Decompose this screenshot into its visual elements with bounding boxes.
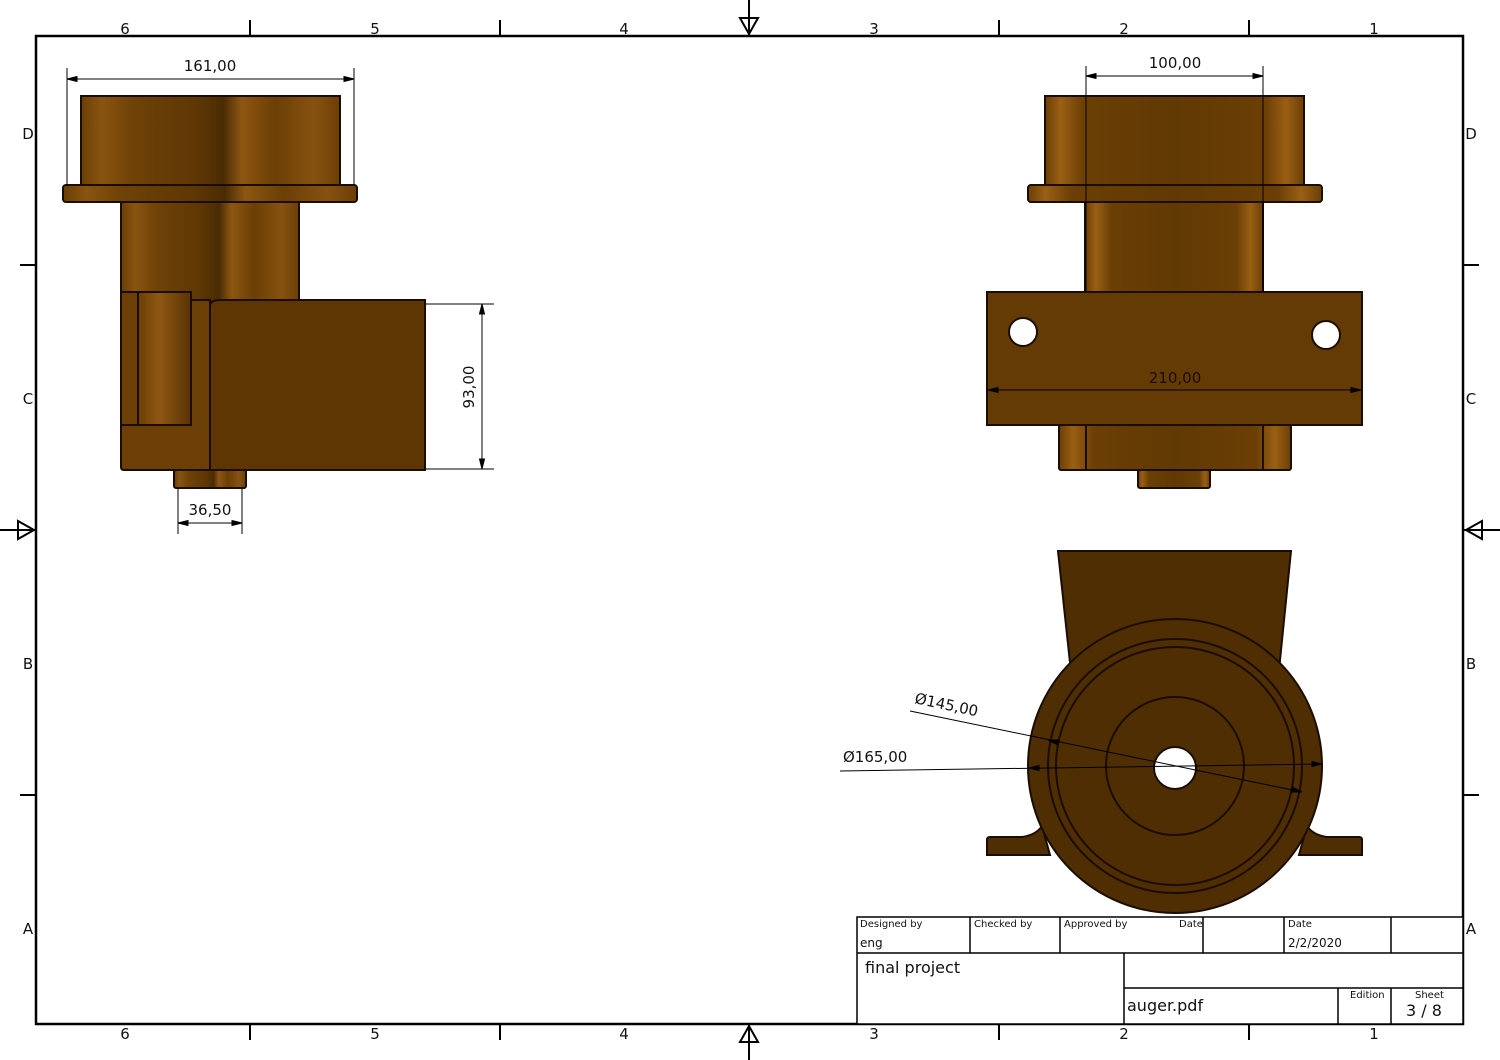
zone-ticks-left xyxy=(20,264,36,796)
dimension-label-161: 161,00 xyxy=(184,57,237,75)
zone-labels-top: 6 5 4 3 2 1 xyxy=(120,20,1379,38)
zone-col-2: 2 xyxy=(1119,20,1129,38)
zone-row-b-right: B xyxy=(1466,655,1476,673)
dimension-inner-diameter xyxy=(909,710,1303,793)
zone-row-a-right: A xyxy=(1466,920,1477,938)
dimension-box-height xyxy=(425,303,494,470)
zone-row-c: C xyxy=(23,390,33,408)
center-marker-bottom-icon xyxy=(738,1023,760,1060)
approved-by-label: Approved by xyxy=(1064,919,1128,930)
zone-col-6-bottom: 6 xyxy=(120,1025,130,1043)
mount-hole-left xyxy=(1008,317,1038,347)
sheet-label: Sheet xyxy=(1415,990,1444,1001)
center-marker-right-icon xyxy=(1463,519,1500,541)
zone-labels-left: D C B A xyxy=(22,125,34,938)
dimension-shaft-width xyxy=(177,488,243,534)
center-marker-top-icon xyxy=(738,0,760,37)
center-marker-left-icon xyxy=(0,519,37,541)
dimension-label-93: 93,00 xyxy=(460,366,478,409)
dimension-label-100: 100,00 xyxy=(1149,54,1202,72)
zone-ticks-top xyxy=(249,20,1250,36)
rear-view[interactable]: 100,00 210,00 xyxy=(986,54,1363,489)
zone-row-d: D xyxy=(22,125,34,143)
date-label-approved: Date xyxy=(1179,919,1203,930)
date-value: 2/2/2020 xyxy=(1288,936,1342,950)
sheet-number: 3 / 8 xyxy=(1406,1001,1442,1020)
zone-col-4: 4 xyxy=(619,20,629,38)
zone-row-c-right: C xyxy=(1466,390,1476,408)
zone-col-5: 5 xyxy=(370,20,380,38)
dimension-label-d145: Ø145,00 xyxy=(913,689,980,720)
file-name: auger.pdf xyxy=(1127,996,1204,1015)
zone-col-3: 3 xyxy=(869,20,879,38)
front-view[interactable]: Ø145,00 Ø165,00 xyxy=(839,550,1363,914)
zone-row-a: A xyxy=(23,920,34,938)
zone-col-2-bottom: 2 xyxy=(1119,1025,1129,1043)
zone-col-5-bottom: 5 xyxy=(370,1025,380,1043)
zone-col-6: 6 xyxy=(120,20,130,38)
dimension-label-d165: Ø165,00 xyxy=(843,748,907,766)
shaft-bore xyxy=(1153,746,1197,790)
zone-col-3-bottom: 3 xyxy=(869,1025,879,1043)
checked-by-label: Checked by xyxy=(974,919,1033,930)
mount-hole-right xyxy=(1311,320,1341,350)
zone-row-d-right: D xyxy=(1465,125,1477,143)
dimension-plate-width xyxy=(987,386,1362,394)
zone-col-4-bottom: 4 xyxy=(619,1025,629,1043)
designed-by-value: eng xyxy=(860,936,883,950)
dimension-top-width xyxy=(66,68,355,186)
zone-labels-right: D C B A xyxy=(1465,125,1477,938)
zone-ticks-right xyxy=(1463,264,1479,796)
zone-col-1-bottom: 1 xyxy=(1369,1025,1379,1043)
zone-labels-bottom: 6 5 4 3 2 1 xyxy=(120,1025,1379,1043)
zone-row-b: B xyxy=(23,655,33,673)
dimension-outer-diameter xyxy=(839,760,1323,772)
edition-label: Edition xyxy=(1350,990,1385,1001)
zone-col-1: 1 xyxy=(1369,20,1379,38)
designed-by-label: Designed by xyxy=(860,919,923,930)
zone-ticks-bottom xyxy=(249,1024,1250,1040)
dimension-label-36-50: 36,50 xyxy=(189,501,232,519)
date-label: Date xyxy=(1288,919,1312,930)
dimension-inner-width xyxy=(1085,66,1264,292)
side-view[interactable]: 161,00 93,00 36,50 xyxy=(62,57,494,534)
title-block-grid xyxy=(856,916,1464,1025)
drawing-title: final project xyxy=(865,958,961,977)
dimension-label-210: 210,00 xyxy=(1149,369,1202,387)
